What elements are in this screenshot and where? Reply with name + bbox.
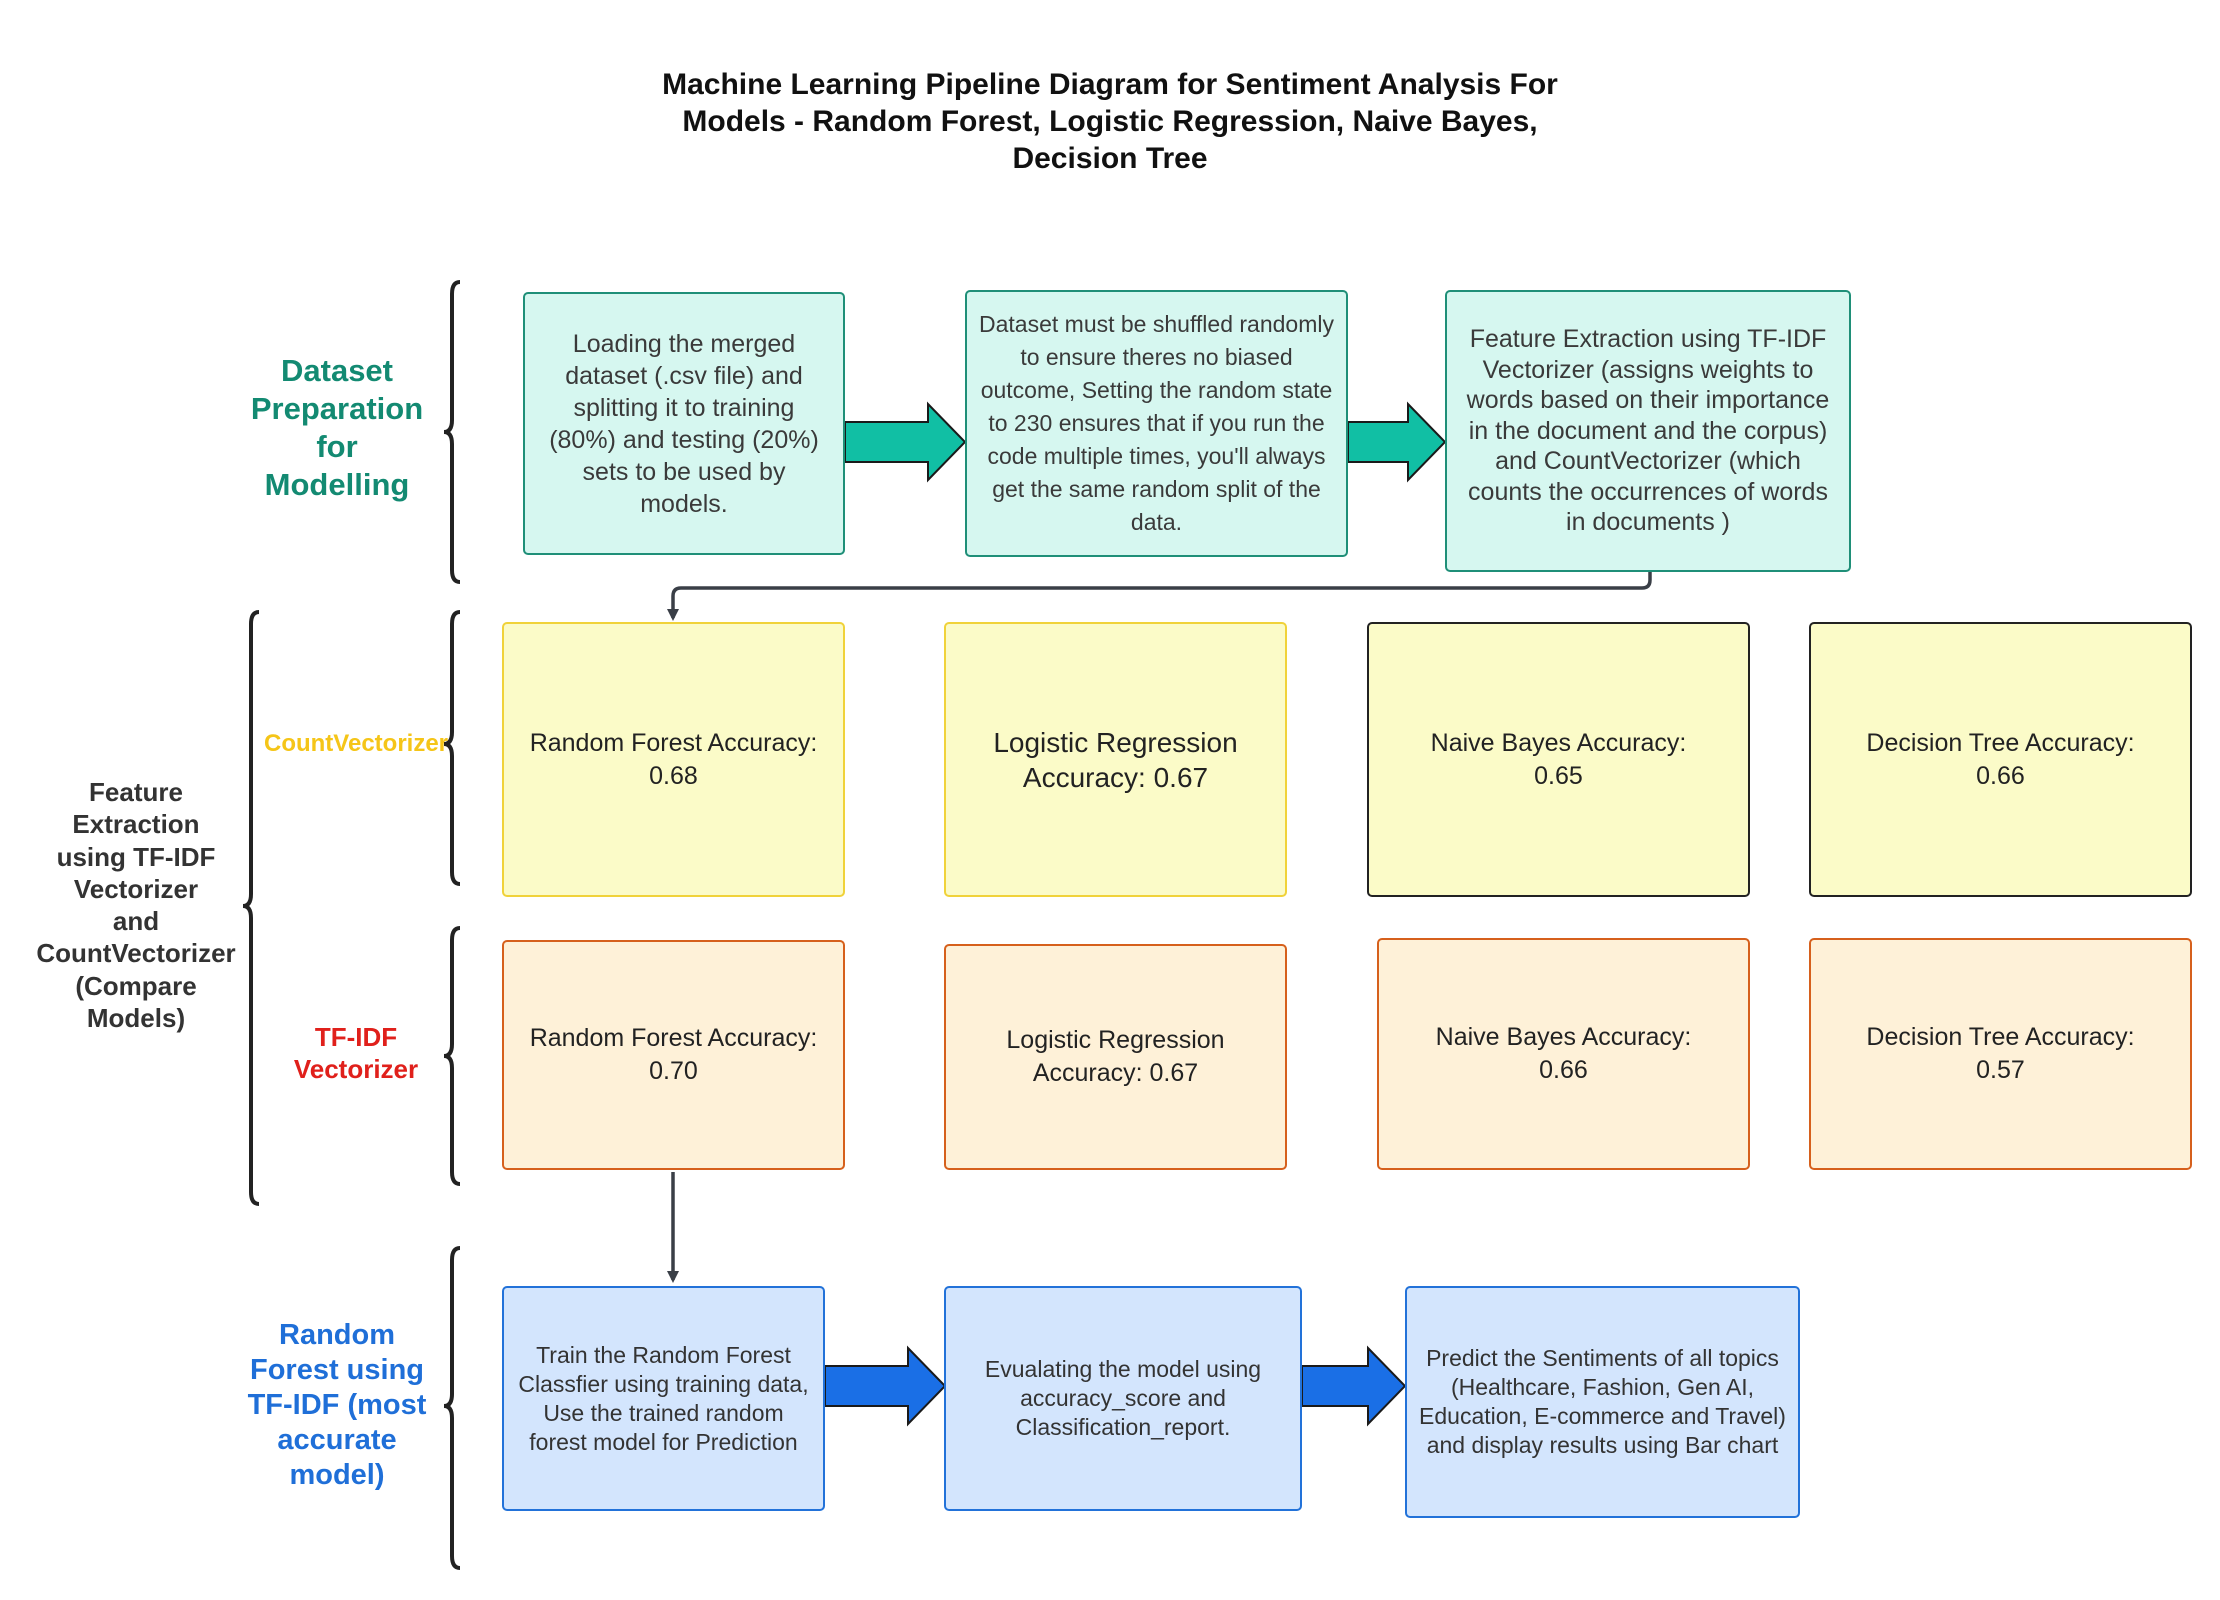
count-decision-tree-accuracy: Decision Tree Accuracy: 0.66	[1809, 622, 2192, 897]
step-shuffle-dataset: Dataset must be shuffled randomly to ens…	[965, 290, 1348, 557]
tfidf-decision-tree-accuracy: Decision Tree Accuracy: 0.57	[1809, 938, 2192, 1170]
step-evaluate-model-text: Evualating the model using accuracy_scor…	[984, 1356, 1262, 1440]
label-dataset-preparation: Dataset Preparation for Modelling	[250, 353, 424, 502]
label-random-forest: Random Forest using TF-IDF (most accurat…	[247, 1319, 427, 1491]
label-tfidf-vectorizer: TF-IDF Vectorizer	[293, 1022, 419, 1084]
tfidf-naive-bayes-accuracy: Naive Bayes Accuracy: 0.66	[1377, 938, 1750, 1170]
arrow-load-to-shuffle	[844, 401, 967, 483]
tfidf-random-forest-accuracy: Random Forest Accuracy: 0.70	[502, 940, 845, 1170]
step-shuffle-dataset-text: Dataset must be shuffled randomly to ens…	[979, 311, 1334, 535]
brace-dataset	[443, 280, 461, 584]
arrow-evaluate-to-predict	[1301, 1345, 1407, 1427]
brace-random-forest	[443, 1246, 461, 1570]
count-naive-bayes-accuracy: Naive Bayes Accuracy: 0.65	[1367, 622, 1750, 897]
diagram-title: Machine Learning Pipeline Diagram for Se…	[662, 68, 1558, 175]
step-feature-extraction-text: Feature Extraction using TF-IDF Vectoriz…	[1466, 325, 1830, 537]
step-predict-sentiments-text: Predict the Sentiments of all topics (He…	[1419, 1345, 1786, 1458]
connector-feature-to-count	[667, 572, 1652, 621]
arrow-shuffle-to-extract	[1347, 401, 1447, 483]
step-load-and-split: Loading the merged dataset (.csv file) a…	[523, 292, 845, 555]
step-train-random-forest-text: Train the Random Forest Classfier using …	[518, 1341, 809, 1455]
arrow-train-to-evaluate	[824, 1345, 947, 1427]
brace-tfidf	[443, 926, 461, 1186]
brace-feature	[242, 610, 260, 1206]
label-count-vectorizer: CountVectorizer	[263, 730, 449, 757]
brace-count	[443, 610, 461, 886]
step-train-random-forest: Train the Random Forest Classfier using …	[502, 1286, 825, 1511]
step-evaluate-model: Evualating the model using accuracy_scor…	[944, 1286, 1302, 1511]
tfidf-logistic-regression-accuracy: Logistic Regression Accuracy: 0.67	[944, 944, 1287, 1170]
step-predict-sentiments: Predict the Sentiments of all topics (He…	[1405, 1286, 1800, 1518]
step-load-and-split-text: Loading the merged dataset (.csv file) a…	[549, 329, 819, 518]
count-random-forest-accuracy: Random Forest Accuracy: 0.68	[502, 622, 845, 897]
step-feature-extraction: Feature Extraction using TF-IDF Vectoriz…	[1445, 290, 1851, 572]
count-logistic-regression-accuracy: Logistic Regression Accuracy: 0.67	[944, 622, 1287, 897]
label-feature-extraction: Feature Extraction using TF-IDF Vectoriz…	[36, 777, 236, 1034]
